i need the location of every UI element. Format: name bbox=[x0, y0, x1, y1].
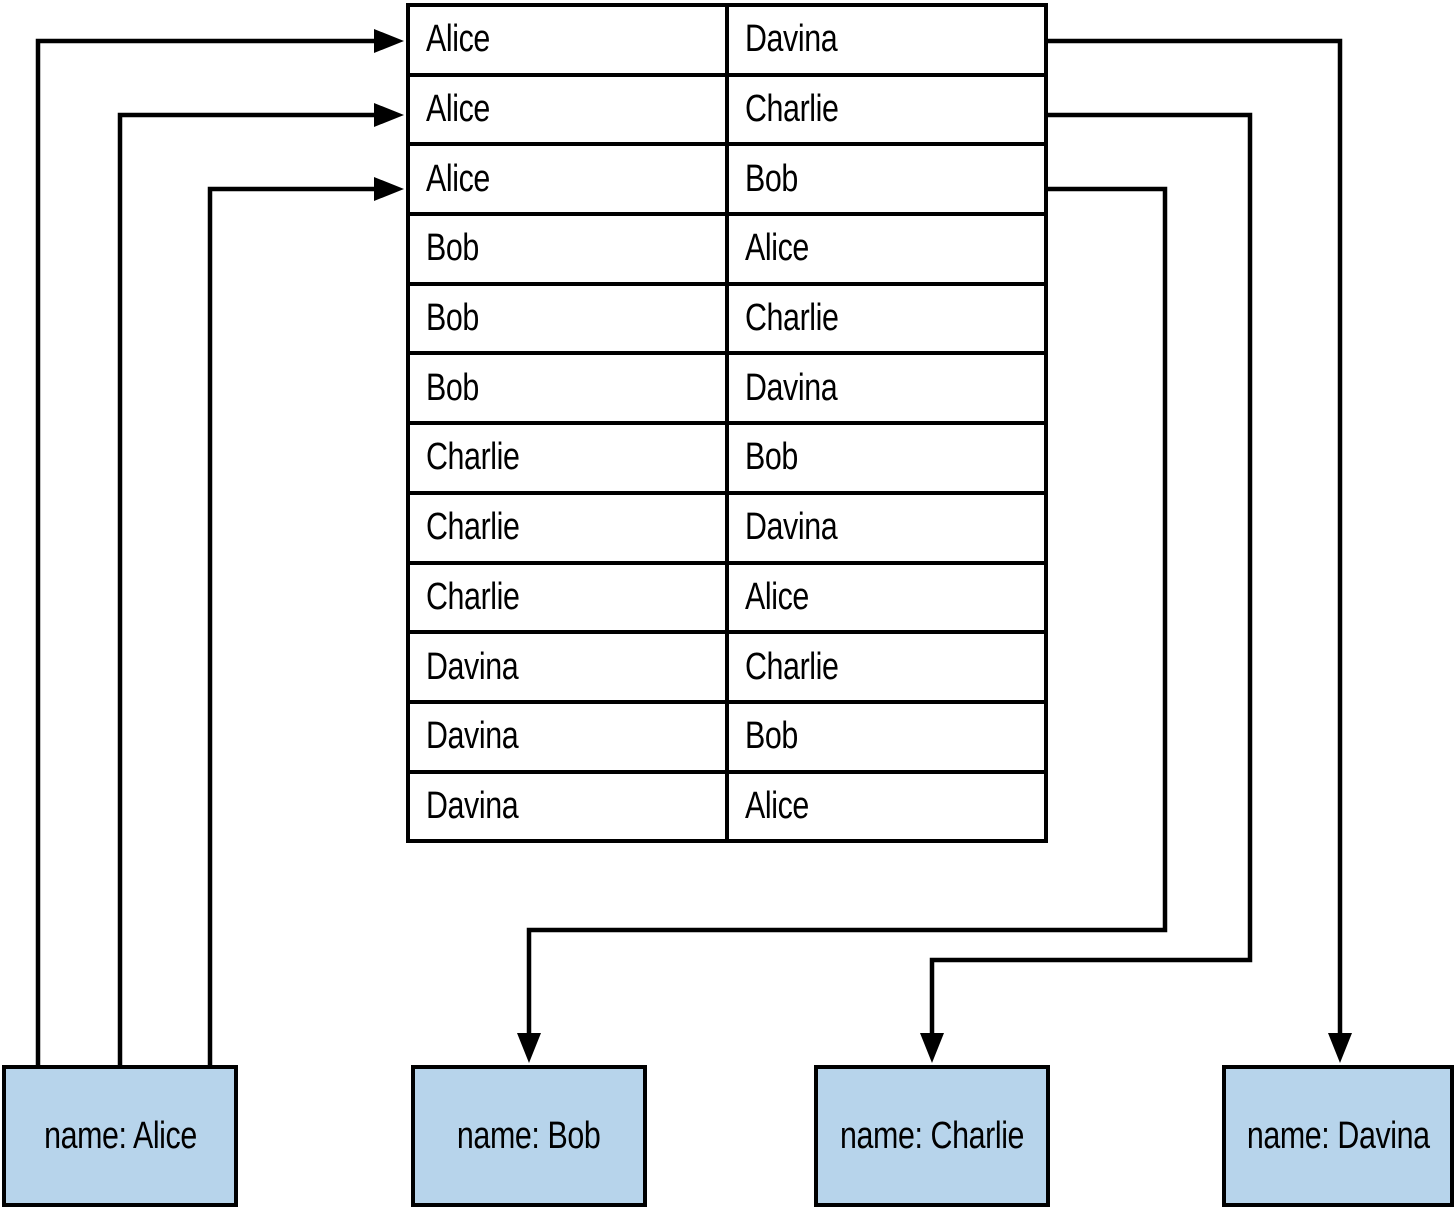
table-cell: Bob bbox=[406, 281, 729, 356]
table-cell: Davina bbox=[406, 699, 729, 774]
table-cell: Charlie bbox=[406, 490, 729, 565]
table-cell: Alice bbox=[725, 212, 1048, 286]
table-cell: Bob bbox=[725, 142, 1048, 217]
table-cell: Alice bbox=[406, 3, 729, 77]
table-cell: Bob bbox=[725, 699, 1048, 774]
table-row: Davina Alice bbox=[406, 769, 1048, 844]
entity-box-davina: name: Davina bbox=[1222, 1065, 1454, 1207]
arrowhead-right-row3-icon bbox=[374, 177, 404, 201]
table-cell: Alice bbox=[725, 769, 1048, 844]
table-cell: Alice bbox=[725, 560, 1048, 635]
join-table: Alice Davina Alice Charlie Alice Bob Bob… bbox=[406, 3, 1048, 844]
table-cell: Bob bbox=[725, 421, 1048, 495]
table-cell: Bob bbox=[406, 351, 729, 426]
table-cell: Davina bbox=[406, 630, 729, 704]
entity-label-charlie: name: Charlie bbox=[839, 1114, 1025, 1157]
arrowhead-down-davina-icon bbox=[1328, 1033, 1352, 1063]
table-row: Alice Davina bbox=[406, 3, 1048, 77]
table-row: Bob Alice bbox=[406, 212, 1048, 286]
entity-label-davina: name: Davina bbox=[1246, 1114, 1430, 1157]
table-cell: Davina bbox=[725, 351, 1048, 426]
arrowhead-right-row1-icon bbox=[374, 29, 404, 53]
arrowhead-right-row2-icon bbox=[374, 103, 404, 127]
table-cell: Davina bbox=[725, 490, 1048, 565]
table-cell: Charlie bbox=[725, 281, 1048, 356]
table-row: Davina Charlie bbox=[406, 630, 1048, 704]
table-row: Charlie Bob bbox=[406, 421, 1048, 495]
table-row: Charlie Davina bbox=[406, 490, 1048, 565]
table-row: Alice Charlie bbox=[406, 72, 1048, 147]
entity-box-bob: name: Bob bbox=[411, 1065, 647, 1207]
connector-row1-to-davina bbox=[1048, 38, 1352, 1063]
entity-box-charlie: name: Charlie bbox=[814, 1065, 1050, 1207]
table-row: Charlie Alice bbox=[406, 560, 1048, 635]
table-cell: Davina bbox=[725, 3, 1048, 77]
arrowhead-down-charlie-icon bbox=[920, 1033, 944, 1063]
table-cell: Bob bbox=[406, 212, 729, 286]
table-row: Alice Bob bbox=[406, 142, 1048, 217]
table-cell: Charlie bbox=[406, 421, 729, 495]
entity-label-alice: name: Alice bbox=[43, 1114, 197, 1157]
table-cell: Charlie bbox=[406, 560, 729, 635]
table-row: Bob Charlie bbox=[406, 281, 1048, 356]
arrowhead-down-bob-icon bbox=[517, 1033, 541, 1063]
connector-alice-to-row3 bbox=[207, 177, 404, 1066]
table-cell: Alice bbox=[406, 142, 729, 217]
entity-box-alice: name: Alice bbox=[2, 1065, 238, 1207]
table-row: Bob Davina bbox=[406, 351, 1048, 426]
connector-alice-to-row2 bbox=[117, 103, 404, 1066]
entity-label-bob: name: Bob bbox=[457, 1114, 601, 1157]
table-cell: Charlie bbox=[725, 72, 1048, 147]
table-row: Davina Bob bbox=[406, 699, 1048, 774]
table-cell: Alice bbox=[406, 72, 729, 147]
connector-alice-to-row1 bbox=[35, 29, 404, 1066]
table-cell: Charlie bbox=[725, 630, 1048, 704]
table-cell: Davina bbox=[406, 769, 729, 844]
